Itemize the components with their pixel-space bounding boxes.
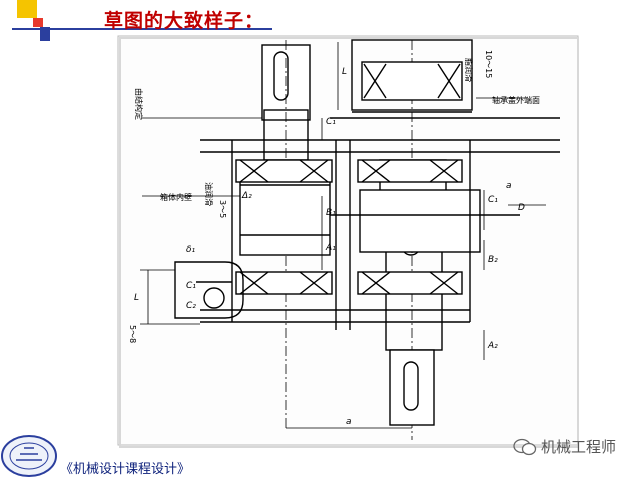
label-L-top: L (342, 67, 347, 77)
label-a-small: a (506, 181, 512, 191)
footer-course-title: 《机械设计课程设计》 (60, 462, 191, 477)
label-B1: B₁ (326, 208, 336, 218)
label-A1: A₁ (325, 243, 336, 253)
slide-title: 草图的大致样子： (104, 10, 265, 32)
watermark: 机械工程师 (513, 436, 616, 457)
label-bottom-range: 5～8 (128, 325, 137, 343)
wechat-icon (513, 438, 537, 455)
label-box-inner-wall: 箱体内壁 (160, 192, 192, 202)
deco-square-red (33, 18, 43, 27)
deco-line (12, 28, 272, 30)
label-oil-groove: 油润滑 (204, 182, 214, 206)
label-grease-groove: 脂润滑 (464, 58, 474, 82)
label-C1-a: C₁ (326, 117, 336, 127)
label-C1-c: C₁ (186, 281, 196, 291)
label-oil-range: 3～5 (218, 200, 227, 218)
label-gap-range: 10～15 (484, 50, 493, 78)
label-L-left: L (134, 293, 139, 303)
label-coupling: 由结构定 (134, 88, 144, 120)
label-B2: B₂ (488, 255, 498, 265)
label-A2: A₂ (487, 341, 498, 351)
label-bearing-cap: 轴承盖外端面 (492, 95, 540, 105)
label-C1-b: C₁ (488, 195, 498, 205)
label-delta2: Δ₂ (241, 191, 252, 201)
label-delta1: δ₁ (186, 245, 196, 255)
label-D: D (518, 203, 525, 213)
deco-square-yellow (17, 0, 37, 18)
university-seal-icon (1, 435, 57, 477)
label-a: a (346, 417, 352, 427)
watermark-text: 机械工程师 (541, 438, 617, 456)
label-C2: C₂ (186, 301, 196, 311)
deco-square-blue (40, 27, 50, 41)
